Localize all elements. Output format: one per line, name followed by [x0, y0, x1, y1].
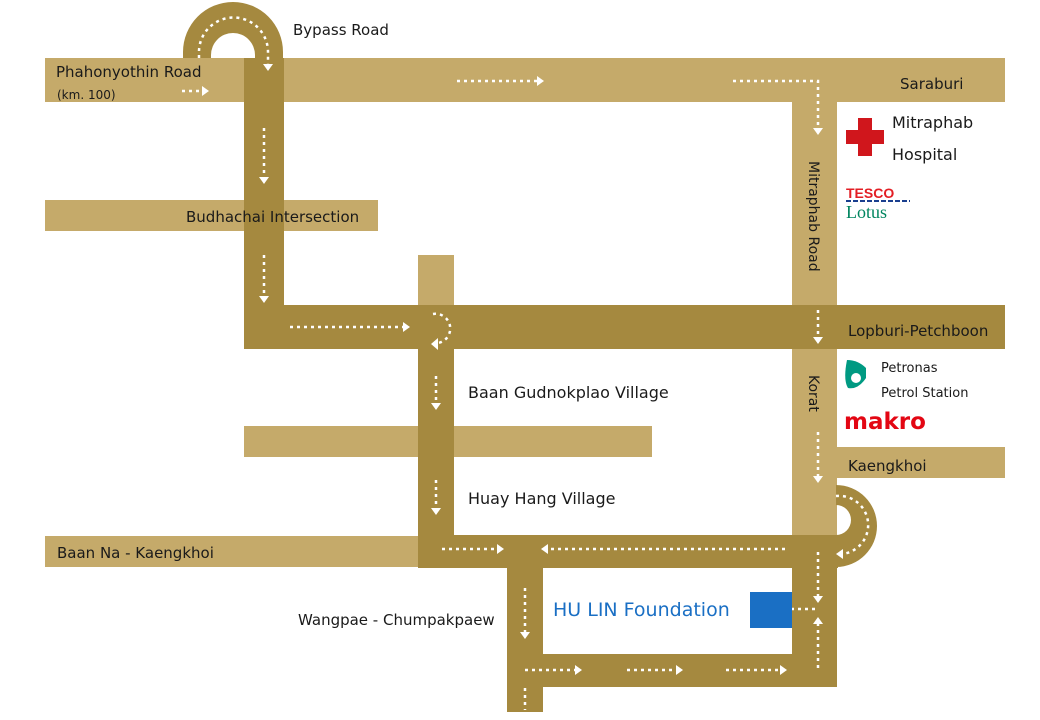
baan-na-road — [45, 536, 420, 567]
lotus-logo-text: Lotus — [846, 202, 887, 222]
label-baan-gudnokplao: Baan Gudnokplao Village — [468, 383, 669, 402]
red-cross-icon — [846, 118, 884, 156]
arrowhead-icon — [575, 665, 582, 675]
korat-road — [792, 349, 837, 447]
arrowhead-icon — [813, 128, 823, 135]
arrowhead-icon — [431, 508, 441, 515]
arrowhead-icon — [403, 322, 410, 332]
arrowhead-icon — [813, 596, 823, 603]
label-korat: Korat — [805, 375, 821, 412]
arrowhead-icon — [836, 549, 843, 559]
label-km100: (km. 100) — [57, 88, 116, 102]
arrowhead-icon — [813, 476, 823, 483]
main-route-road — [418, 535, 838, 568]
tesco-logo-text: TESCO — [846, 185, 894, 201]
arrowhead-icon — [813, 617, 823, 624]
arrowhead-icon — [202, 86, 209, 96]
destination-label[interactable]: HU LIN Foundation — [553, 599, 730, 621]
label-budhachai: Budhachai Intersection — [186, 208, 359, 226]
arrowhead-icon — [497, 544, 504, 554]
makro-logo-text: makro — [844, 409, 926, 435]
arrowhead-icon — [259, 296, 269, 303]
arrowhead-icon — [259, 177, 269, 184]
arrowhead-icon — [813, 337, 823, 344]
petronas-logo-icon — [845, 360, 866, 389]
arrowhead-icon — [537, 76, 544, 86]
arrowhead-icon — [263, 64, 273, 71]
destination[interactable]: HU LIN Foundation — [553, 592, 792, 628]
road-labels: Bypass Road Phahonyothin Road (km. 100) … — [56, 21, 988, 629]
hospital-label-line1: Mitraphab — [892, 113, 973, 132]
lopburi-petchboon-road — [244, 305, 1005, 349]
label-lopburi-petchboon: Lopburi-Petchboon — [848, 322, 988, 340]
label-baan-na: Baan Na - Kaengkhoi — [57, 544, 214, 562]
label-bypass-road: Bypass Road — [293, 21, 389, 39]
village-road — [418, 305, 454, 567]
petronas-label-line2: Petrol Station — [881, 386, 968, 401]
label-phahonyothin-road: Phahonyothin Road — [56, 63, 201, 81]
arrowhead-icon — [520, 632, 530, 639]
arrowhead-icon — [431, 403, 441, 410]
arrow-uturn — [835, 494, 870, 556]
arrowhead-icon — [541, 544, 548, 554]
landmarks: Mitraphab Hospital TESCO Lotus Petronas … — [844, 113, 973, 435]
arrowhead-icon — [676, 665, 683, 675]
label-saraburi: Saraburi — [900, 75, 963, 93]
arrowhead-icon — [780, 665, 787, 675]
mitraphab-road — [792, 58, 837, 543]
route-arrows — [182, 16, 870, 710]
arrowhead-icon — [431, 338, 438, 350]
budhachai-road — [45, 200, 378, 231]
phahonyothin-road — [45, 58, 1005, 102]
label-wangpae: Wangpae - Chumpakpaew — [298, 611, 495, 629]
label-huay-hang: Huay Hang Village — [468, 489, 615, 508]
destination-marker-icon[interactable] — [750, 592, 792, 628]
label-kaengkhoi: Kaengkhoi — [848, 457, 927, 475]
hospital-label-line2: Hospital — [892, 145, 957, 164]
arrow-uturn — [432, 312, 452, 345]
label-mitraphab-road: Mitraphab Road — [805, 161, 821, 272]
route-roads — [183, 2, 1005, 712]
arrow-right — [733, 79, 820, 128]
kaengkhoi-road — [836, 447, 1005, 478]
petronas-label-line1: Petronas — [881, 361, 938, 376]
